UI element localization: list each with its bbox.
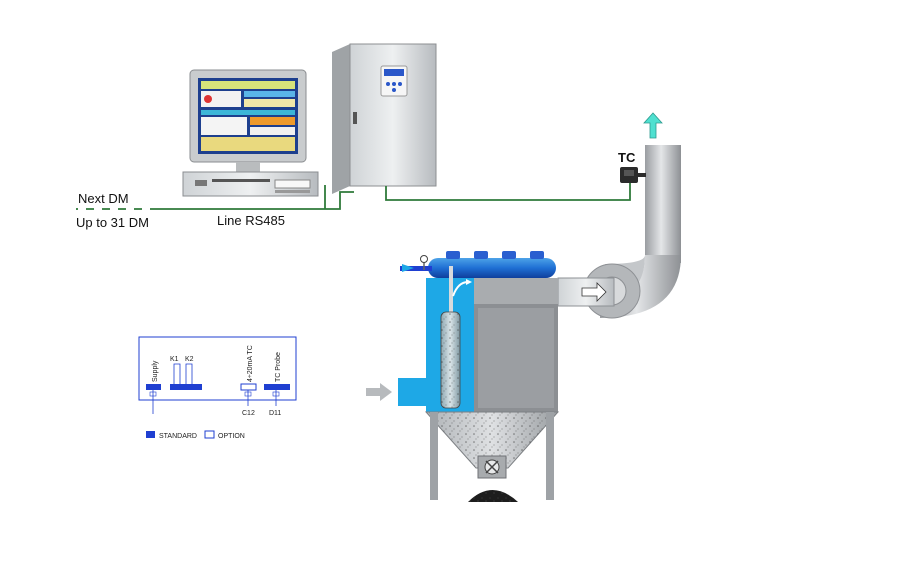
legend-standard-label: STANDARD <box>159 433 197 440</box>
legend-option-label: OPTION <box>218 433 245 440</box>
computer-workstation-icon <box>182 69 319 197</box>
tc-probe-label: TC Probe <box>275 352 282 382</box>
tc-label: TC <box>618 150 636 165</box>
temperature-sensor-icon <box>620 167 646 183</box>
k2-label: K2 <box>185 356 194 363</box>
up-to-dm-label: Up to 31 DM <box>76 215 149 230</box>
supply-terminal <box>146 384 161 390</box>
terminal-schematic: Supply K1 K2 4÷20mA TC TC Probe C12 D11 … <box>138 336 297 440</box>
k1-label: K1 <box>170 356 179 363</box>
supply-label: Supply <box>152 360 159 382</box>
tc-probe-terminal <box>264 384 290 390</box>
legend-option-swatch <box>204 430 215 439</box>
legend-standard-swatch <box>146 431 155 438</box>
relay-terminal <box>170 384 202 390</box>
d11-label: D11 <box>269 410 281 417</box>
next-dm-label: Next DM <box>78 191 129 206</box>
rs485-cable <box>76 185 354 210</box>
exhaust-stack <box>557 112 681 319</box>
c12-label: C12 <box>242 410 255 417</box>
control-cabinet-icon <box>332 43 437 194</box>
tc-signal-cable <box>385 182 631 201</box>
ma-tc-label: 4÷20mA TC <box>247 345 254 382</box>
ma-tc-terminal <box>240 383 257 391</box>
line-rs485-label: Line RS485 <box>217 213 285 228</box>
dust-collector-icon <box>366 251 560 502</box>
